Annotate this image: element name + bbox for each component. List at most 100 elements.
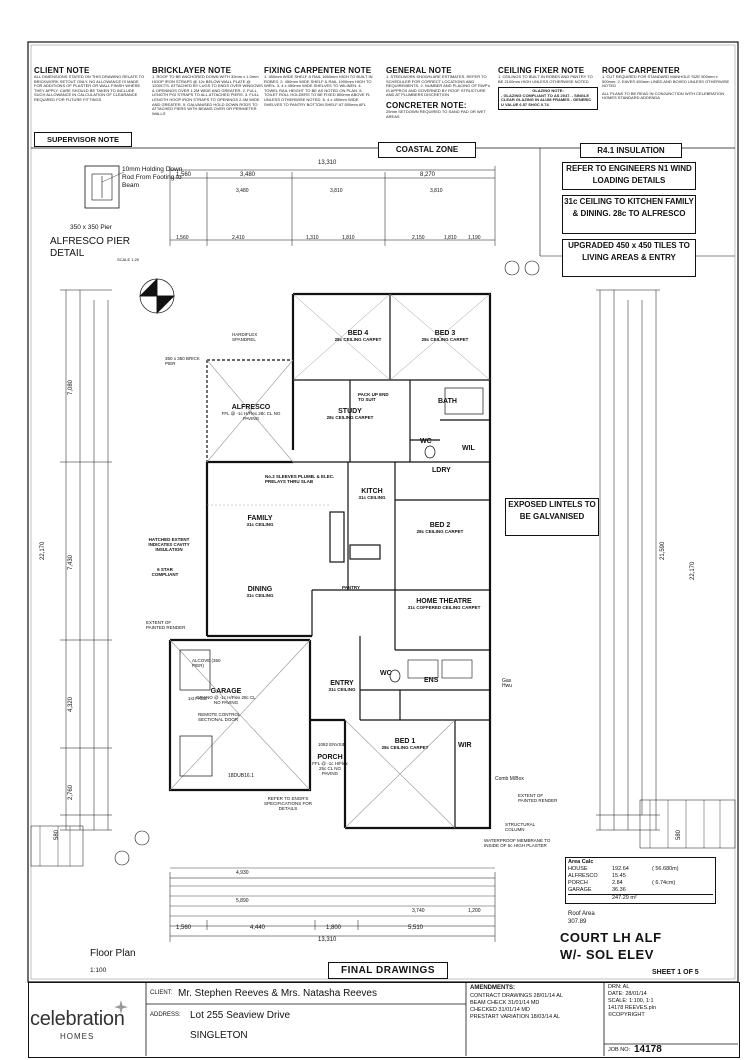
top-dim-2: 3,480	[240, 172, 256, 178]
top-row3-dim-5: 1,310	[306, 235, 319, 241]
glazing-note-title: GLAZING NOTE:	[532, 88, 564, 94]
area-calc-title: Area Calc	[568, 859, 594, 865]
top-row3-dim-1: 1,560	[176, 235, 189, 241]
room-entry-sub: 31c CEILING	[328, 687, 356, 692]
room-bed1-name: BED 1	[394, 738, 416, 745]
copyright: ©COPYRIGHT	[608, 1012, 645, 1018]
drawing-file: 14178 REEVES.pln	[608, 1005, 657, 1011]
floor-plan-scale: 1:100	[90, 967, 107, 974]
exposed-lintels-box: EXPOSED LINTELS TO BE GALVANISED	[505, 498, 599, 536]
room-home-theatre-name: HOME THEATRE	[416, 598, 472, 605]
design-name: COURT LH ALF	[560, 930, 662, 945]
top-row3-dim-7: 2,150	[412, 235, 425, 241]
amendment-item: CHECKED 31/01/14 MD	[470, 1007, 530, 1013]
room-bath-name: BATH	[438, 398, 457, 405]
bottom-total-dimension: 13,310	[318, 937, 337, 943]
pier-detail-title: ALFRESCO PIER DETAIL	[50, 236, 131, 259]
star-note: 6 STAR COMPLIANT	[151, 567, 179, 577]
room-garage: GARAGE GRANO @ -1c H/Flex 28c CL NO PAVI…	[196, 688, 256, 705]
top-row2-dim-5: 3,810	[430, 188, 443, 194]
top-row2-dim-3: 3,810	[330, 188, 343, 194]
room-kitch-sub: 31c CEILING	[358, 495, 386, 500]
structural-column-note: STRUCTURAL COLUMN	[505, 822, 536, 832]
fixing-carpenter-note-title: FIXING CARPENTER NOTE	[264, 66, 372, 75]
room-ens: ENS	[424, 677, 438, 684]
room-wc-1-name: WC	[420, 438, 432, 445]
client-note-body: ALL DIMENSIONS STATED ON THIS DRAWING RE…	[34, 74, 145, 102]
room-ens-name: ENS	[424, 677, 439, 684]
pack-up-note: PACK UP END TO SUIT	[358, 392, 389, 402]
room-wil: WIL	[462, 445, 475, 452]
room-study-name: STUDY	[338, 408, 362, 415]
top-row3-dim-8: 1,810	[444, 235, 457, 241]
coastal-zone-box: COASTAL ZONE	[378, 142, 476, 158]
top-row3-dim-9: 1,190	[468, 235, 481, 241]
garage-door-note: 18DUB16.1	[228, 773, 254, 779]
drawing-scale: SCALE: 1:100, 1:1	[608, 998, 654, 1004]
room-wc-1: WC	[420, 438, 432, 445]
area-row-value: 192.64	[612, 866, 629, 872]
drawn-by: DRN: AL	[608, 984, 630, 990]
roof-carpenter-note: ROOF CARPENTER 1. CUT REQUIRED FOR STAND…	[602, 66, 730, 101]
bottom-row2-dim-1: 4,930	[236, 870, 249, 876]
face-note: 1st FACE	[188, 696, 208, 701]
area-total: 247.29 m²	[568, 894, 713, 902]
bricklayer-note-title: BRICKLAYER NOTE	[152, 66, 232, 75]
room-pantry: PANTRY	[342, 585, 360, 590]
hatched-note: HATCHED EXTENT INDICATES CAVITY INSULATI…	[148, 537, 190, 552]
room-family-sub: 31c CEILING	[246, 522, 274, 527]
roof-area-value: 307.89	[568, 919, 587, 925]
room-study-sub: 28c CEILING CARPET	[326, 415, 374, 420]
room-porch-name: PORCH	[317, 754, 343, 761]
address-line-1: Lot 255 Seaview Drive	[190, 1010, 291, 1021]
room-ldry-name: LDRY	[432, 467, 451, 474]
room-entry: ENTRY 31c CEILING	[320, 680, 364, 692]
area-row-label: HOUSE	[568, 866, 588, 872]
brand-sub: HOMES	[60, 1032, 95, 1041]
room-bed1: BED 1 28c CEILING CARPET	[380, 738, 430, 750]
room-bed2-name: BED 2	[429, 522, 451, 529]
room-garage-sub: GRANO @ -1c H/Flex 28c CL NO PAVING	[196, 695, 256, 705]
bottom-row2-dim-3: 3,740	[412, 908, 425, 914]
top-row3-dim-3: 2,410	[232, 235, 245, 241]
area-row-value: 36.36	[612, 887, 626, 893]
client-note-title: CLIENT NOTE	[34, 66, 90, 75]
brand-star-icon	[114, 1000, 128, 1014]
engrs-note: REFER TO ENGR'S SPECIFICATIONS FOR DETAI…	[264, 796, 312, 811]
sleeves-note: No.2 SLEEVES PLUMB. & ELEC. PRELAYS THRU…	[265, 474, 335, 484]
room-bed3-sub: 28c CEILING CARPET	[421, 337, 469, 342]
design-sub: W/- SOL ELEV	[560, 947, 654, 962]
room-dining-name: DINING	[247, 586, 273, 593]
tiles-box: UPGRADED 450 x 450 TILES TO LIVING AREAS…	[562, 239, 696, 277]
ceiling-box: 31c CEILING TO KITCHEN FAMILY & DINING. …	[562, 195, 696, 234]
roof-carpenter-note-title: ROOF CARPENTER	[602, 66, 680, 75]
room-bath: BATH	[438, 398, 457, 405]
amendment-item: PRESTART VARIATION 18/03/14 AL	[470, 1014, 560, 1020]
remote-door-note: REMOTE CONTROL SECTIONAL DOOR	[198, 712, 241, 722]
ceiling-fixer-note: CEILING FIXER NOTE 1. CEILINGS TO BUILT …	[498, 66, 598, 110]
job-no-label: JOB NO:	[608, 1047, 631, 1053]
bricklayer-note: BRICKLAYER NOTE 1. ROOF TO BE ANCHORED D…	[152, 66, 264, 116]
amendments-title: AMENDMENTS:	[470, 985, 515, 991]
client-label: CLIENT:	[150, 990, 173, 996]
room-alfresco-sub: FFL @ -1c H/Flex 28c CL NO PAVING	[221, 411, 281, 421]
fixing-carpenter-note-body: 1. 450mm WIDE SHELF & RAIL 1650mm HIGH T…	[264, 74, 373, 107]
area-row-value: 2.84	[612, 880, 623, 886]
area-row-label: ALFRESCO	[568, 873, 598, 879]
room-family: FAMILY 31c CEILING	[230, 515, 290, 527]
top-dim-1: 1,560	[176, 172, 192, 178]
supervisor-note: SUPERVISOR NOTE	[34, 132, 132, 147]
room-wir-name: WIR	[458, 742, 472, 749]
general-note: GENERAL NOTE 1. STEELWORK SHOWN ARE ESTI…	[386, 66, 494, 119]
membrane-note: WATERPROOF MEMBRANE TO INSIDE OF 5c HIGH…	[484, 838, 551, 848]
room-ldry: LDRY	[432, 467, 451, 474]
glazing-note-body: - GLAZING COMPLIANT TO AS 2047. - SINGLE…	[501, 92, 592, 107]
bottom-row2-dim-4: 1,200	[468, 908, 481, 914]
ceiling-fixer-note-title: CEILING FIXER NOTE	[498, 66, 585, 75]
ceiling-fixer-note-body: 1. CEILINGS TO BUILT IN ROBES AND PANTRY…	[498, 74, 593, 84]
room-bed3: BED 3 28c CEILING CARPET	[415, 330, 475, 342]
